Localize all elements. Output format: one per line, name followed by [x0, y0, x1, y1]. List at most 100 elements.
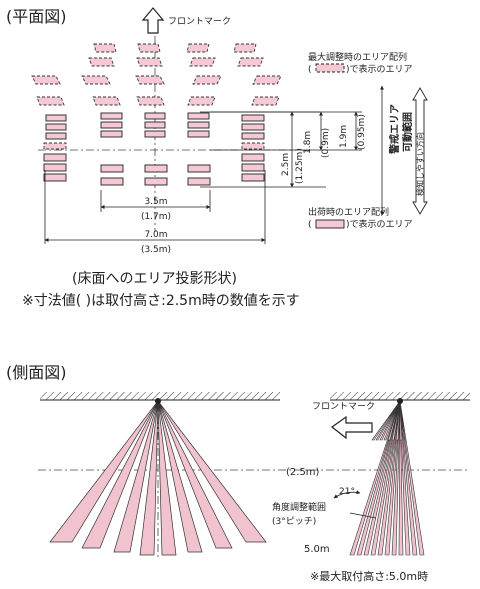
- side-beam-short: [387, 400, 401, 441]
- side-beam-short: [379, 400, 401, 441]
- dim-1-7m: (1.7m): [141, 212, 171, 222]
- shipping-zone: [144, 177, 168, 186]
- max-adjust-zone: [186, 43, 210, 53]
- side-beam-narrow: [399, 400, 418, 556]
- angle-range-leader: [349, 512, 377, 519]
- shipping-zone: [100, 164, 124, 173]
- side-beam: [157, 400, 233, 549]
- dim-1-25m: (1.25m): [295, 148, 305, 184]
- shipping-zone: [45, 132, 67, 140]
- side-beam-short: [375, 400, 401, 441]
- shipping-zone: [241, 114, 265, 122]
- side-beam: [139, 400, 159, 556]
- front-mark-arrow-icon: [141, 7, 165, 34]
- max-height-note: ※最大取付高さ:5.0m時: [310, 569, 428, 583]
- side-beam: [113, 400, 159, 553]
- detect-direction-arrow-icon: [412, 87, 428, 215]
- max-adjust-zone: [251, 96, 280, 106]
- max-adjust-zone: [252, 75, 282, 85]
- shipping-zone: [144, 121, 166, 129]
- max-adjust-legend-line1: 最大調整時のエリア配列: [308, 51, 407, 63]
- shipping-zone: [144, 112, 166, 120]
- shipping-zone: [100, 130, 123, 138]
- side-beam-narrow: [349, 400, 401, 556]
- shipping-zone: [187, 121, 210, 129]
- side-beam-short: [391, 400, 401, 441]
- dim-3-5m-paren: (3.5m): [141, 245, 171, 255]
- max-adjust-legend-swatch: [315, 63, 345, 73]
- max-adjust-zone: [92, 96, 121, 106]
- dim-1-9m: 1.9m: [339, 125, 349, 148]
- angle-range-label: 角度調整範囲: [272, 501, 326, 513]
- max-adjust-legend-open: (: [308, 65, 312, 75]
- side-front-mark-label: フロントマーク: [312, 401, 375, 412]
- sensor-left: [155, 398, 161, 404]
- shipping-zone: [241, 163, 265, 172]
- side-beam-narrow: [399, 400, 425, 556]
- max-adjust-zone: [137, 43, 161, 53]
- max-adjust-zones: [31, 43, 282, 150]
- max-adjust-zone: [93, 43, 117, 53]
- max-adjust-legend-line2: )で表示のエリア: [346, 63, 413, 75]
- shipping-zone: [241, 153, 265, 162]
- shipping-legend-swatch: [315, 219, 345, 229]
- shipping-zone: [187, 112, 210, 120]
- side-beam-short: [371, 400, 401, 441]
- plan-title: (平面図): [6, 7, 67, 26]
- shipping-zone: [241, 173, 265, 182]
- shipping-zone: [241, 123, 265, 131]
- sensor-right: [397, 398, 403, 404]
- side-beam: [49, 400, 159, 543]
- side-beam-short: [399, 400, 403, 441]
- max-adjust-zone: [136, 96, 165, 106]
- max-adjust-zone: [135, 75, 165, 85]
- caption-dimension-note: ※寸法値( )は取付高さ:2.5m時の数値を示す: [22, 292, 300, 309]
- dim-1-8m: 1.8m: [303, 131, 313, 154]
- side-beam: [157, 400, 267, 543]
- shipping-zone: [100, 121, 123, 129]
- dim-0-9m: (0.9m): [321, 128, 331, 158]
- dim-3-5m: 3.5m: [144, 197, 167, 207]
- shipping-zone: [43, 163, 67, 172]
- max-adjust-zone: [136, 57, 163, 67]
- plan-vertical-dimensions: [200, 111, 362, 188]
- dim-2-5m: 2.5m: [281, 153, 291, 176]
- caption-floor-projection: (床面へのエリア投影形状): [72, 271, 237, 287]
- angle-21-label: 21°: [339, 487, 355, 497]
- shipping-zone: [241, 132, 265, 140]
- shipping-legend-open: (: [308, 220, 312, 230]
- shipping-zones: [43, 112, 265, 186]
- vert-label-movable-range: 可動範囲: [401, 112, 414, 152]
- max-adjust-zone: [187, 96, 216, 106]
- max-adjust-zone: [237, 57, 264, 67]
- max-adjust-zone: [233, 43, 257, 53]
- shipping-zone: [100, 112, 123, 120]
- height-2-5m-label: (2.5m): [286, 467, 320, 478]
- side-beam: [157, 400, 203, 553]
- side-left-beams: [49, 400, 267, 556]
- height-5-0m-label: 5.0m: [304, 544, 330, 555]
- shipping-zone: [187, 164, 211, 173]
- max-adjust-zone: [241, 142, 265, 150]
- side-right-beams: [349, 400, 425, 556]
- shipping-zone: [45, 123, 67, 131]
- max-adjust-zone: [192, 75, 222, 85]
- shipping-zone: [43, 173, 67, 182]
- side-beam: [81, 400, 159, 549]
- side-beam: [157, 400, 177, 556]
- shipping-legend-line2: )で表示のエリア: [346, 218, 413, 230]
- shipping-zone: [187, 177, 211, 186]
- dim-7-0m: 7.0m: [144, 230, 167, 240]
- side-beam-short: [383, 400, 401, 441]
- dim-0-95m: (0.95m): [357, 114, 367, 150]
- shipping-legend-line1: 出荷時のエリア配列: [308, 206, 389, 218]
- max-adjust-zone: [81, 75, 111, 85]
- shipping-zone: [187, 130, 210, 138]
- ceiling-left-hatch: [40, 392, 280, 400]
- side-beam-short: [395, 400, 401, 441]
- plan-front-mark-label: フロントマーク: [168, 16, 231, 27]
- shipping-zone: [144, 130, 166, 138]
- shipping-zone: [43, 153, 67, 162]
- detect-direction-label: 検知しやすい方向: [415, 132, 425, 196]
